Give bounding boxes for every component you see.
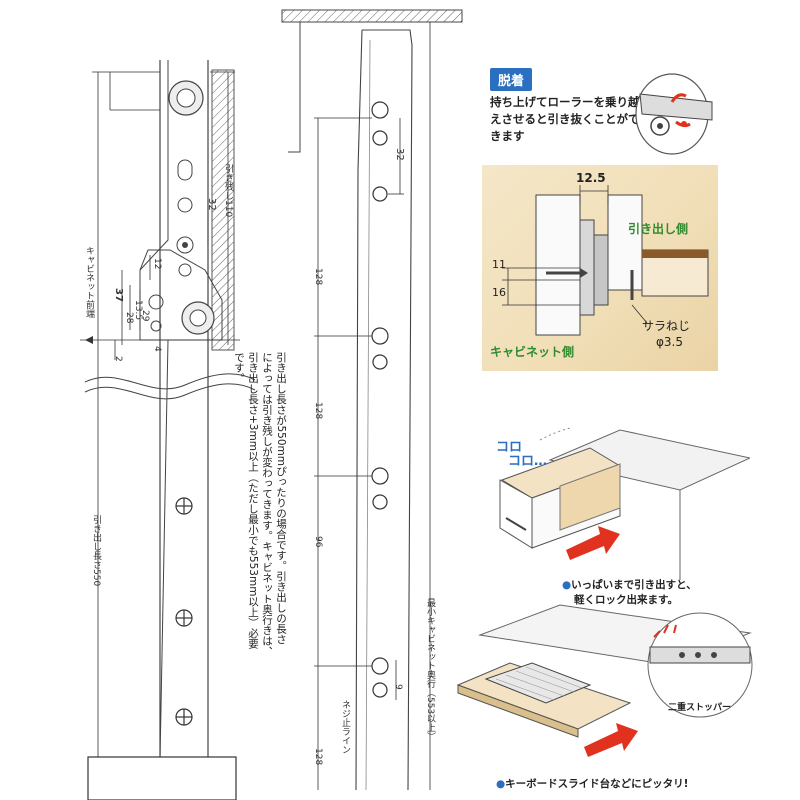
note-line-4: です。 [233,352,245,384]
dim-2: 2 [113,356,123,362]
keyboard-caption-text: キーボードスライド台などにピッタリ! [505,778,689,790]
dim-29: 29 [140,310,150,322]
keyboard-scene-illustration [456,604,753,757]
dim-128-b: 128 [313,402,323,420]
removal-badge: 脱着 [490,68,533,91]
drawer-scene-illustration [499,427,750,580]
dim-13-5: 13.5 [133,300,143,321]
travel-length-label: 引き出し長さ550 [91,515,101,587]
dim-96: 96 [313,536,323,548]
cabinet-front-label: キャビネット前端 [84,246,94,318]
dim-32-left: 32 [206,198,217,211]
double-stopper-label: 二重ストッパー [668,703,732,713]
note-line-2: によっては引き残しが変わってきます。キャビネット奥行きは、 [261,352,273,657]
dim-128-c: 128 [313,748,323,766]
dim-37: 37 [113,288,124,302]
rolling-sound-2: コロ… [508,454,548,469]
depth-note: 引き出し長さが550mmぴったりの場合です。引き出しの長さ によっては引き残しが… [232,352,288,736]
keyboard-caption: ●キーボードスライド台などにピッタリ! [496,778,689,790]
dim-11: 11 [492,258,506,271]
left-slide-diagram [80,60,256,800]
dim-9: 9 [393,684,403,690]
dim-32-mid: 32 [394,148,405,161]
dim-128-a: 128 [313,268,323,286]
drawer-lock-caption: ●いっぱいまで引き出すと、 軽くロック出来ます。 [562,579,697,606]
cabinet-side-label: キャビネット側 [490,345,575,359]
dim-12: 12 [152,258,162,270]
mounting-detail-panel: 12.5 11 16 引き出し側 キャビネット側 サラねじ φ3.5 [482,165,718,371]
note-line-3: 引き出し長さ+3mm以上（ただし最小でも553mm以上）必要 [247,352,259,649]
middle-rail-diagram [281,9,463,791]
screw-line-label: ネジ止ライン [340,700,350,754]
dim-12-5: 12.5 [576,171,606,185]
screw-diameter-label: φ3.5 [656,335,683,349]
rolling-sound-1: コロ [496,440,523,455]
pull-stroke-label: 引き残し110 [223,164,233,218]
removal-text: 持ち上げてローラーを乗り越えさせると引き抜くことができます [490,95,640,143]
drawer-caption-line-2: 軽くロック出来ます。 [574,594,678,606]
note-line-1: 引き出し長さが550mmぴったりの場合です。引き出しの長さ [275,352,287,645]
screw-type-label: サラねじ [642,319,691,333]
dim-16: 16 [492,286,506,299]
drawer-side-label: 引き出し側 [628,222,689,236]
min-depth-label: 最小キャビネット奥行（553以上） [425,598,435,742]
dim-28: 28 [124,312,134,324]
removal-illustration [635,73,713,155]
mounting-detail-drawing [502,185,709,336]
drawer-caption-line-1: いっぱいまで引き出すと、 [571,579,697,591]
dim-4: 4 [152,346,162,352]
